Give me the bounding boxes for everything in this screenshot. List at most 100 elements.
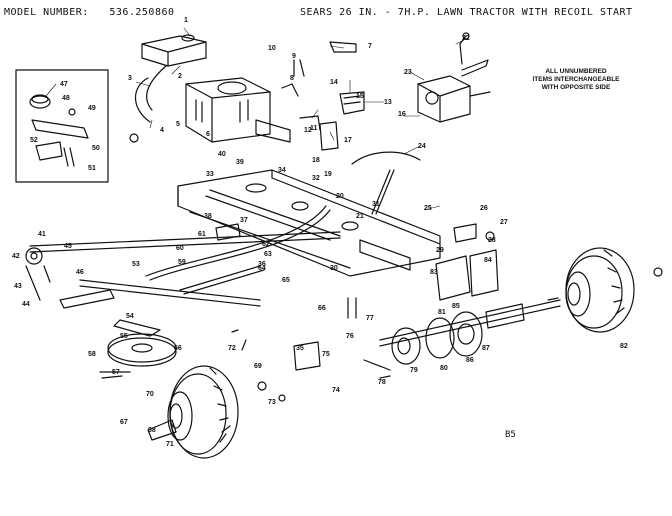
callout-13: 13: [384, 99, 392, 106]
callout-15: 15: [356, 93, 364, 100]
callout-49: 49: [88, 105, 96, 112]
callout-83: 83: [430, 269, 438, 276]
callout-9: 9: [292, 53, 296, 60]
callout-67: 67: [120, 419, 128, 426]
callout-75: 75: [322, 351, 330, 358]
callout-30: 30: [330, 265, 338, 272]
engine: [185, 77, 291, 143]
note-line-3: WITH OPPOSITE SIDE: [541, 84, 611, 91]
chassis-frame: [177, 169, 441, 277]
callout-70: 70: [146, 391, 154, 398]
callout-19: 19: [324, 171, 332, 178]
callout-58: 58: [88, 351, 96, 358]
callout-39: 39: [236, 159, 244, 166]
callout-66: 66: [318, 305, 326, 312]
callout-26: 26: [480, 205, 488, 212]
callout-81: 81: [438, 309, 446, 316]
pedal-bracket: [299, 91, 365, 151]
callout-24: 24: [418, 143, 426, 150]
callout-34: 34: [278, 167, 286, 174]
drawing-code: B5: [505, 430, 516, 440]
callout-28: 28: [488, 237, 496, 244]
callout-44: 44: [22, 301, 30, 308]
callout-18: 18: [312, 157, 320, 164]
front-wheel: [147, 365, 286, 459]
callout-64: 64: [258, 265, 266, 272]
callout-42: 42: [12, 253, 20, 260]
callout-52: 52: [30, 137, 38, 144]
callout-76: 76: [346, 333, 354, 340]
callout-10: 10: [268, 45, 276, 52]
callout-8: 8: [290, 75, 294, 82]
callout-31: 31: [372, 201, 380, 208]
callout-69: 69: [254, 363, 262, 370]
callout-35: 35: [296, 345, 304, 352]
callout-1: 1: [184, 17, 188, 24]
interchangeable-note: ALL UNNUMBERED ITEMS INTERCHANGEABLE WIT…: [512, 68, 640, 92]
drive-belt: [145, 151, 421, 281]
callout-56: 56: [174, 345, 182, 352]
rear-wheel: [547, 247, 663, 333]
callout-7: 7: [368, 43, 372, 50]
callout-40: 40: [218, 151, 226, 158]
callout-82: 82: [620, 343, 628, 350]
callout-5: 5: [176, 121, 180, 128]
callout-59: 59: [178, 259, 186, 266]
inset-detail-box: [15, 69, 109, 183]
callout-37: 37: [240, 217, 248, 224]
callout-77: 77: [366, 315, 374, 322]
callout-60: 60: [176, 245, 184, 252]
callout-12: 12: [304, 127, 312, 134]
steering-linkage: [59, 223, 265, 309]
callout-21: 21: [356, 213, 364, 220]
callout-72: 72: [228, 345, 236, 352]
callout-55: 55: [120, 333, 128, 340]
callout-27: 27: [500, 219, 508, 226]
callout-20: 20: [336, 193, 344, 200]
callout-29: 29: [436, 247, 444, 254]
callout-87: 87: [482, 345, 490, 352]
callout-32: 32: [312, 175, 320, 182]
fuel-tank: [141, 34, 207, 67]
callout-57: 57: [112, 369, 120, 376]
callout-65: 65: [282, 277, 290, 284]
model-number: 536.250860: [109, 7, 175, 18]
callout-74: 74: [332, 387, 340, 394]
callout-78: 78: [378, 379, 386, 386]
transmission: [417, 59, 491, 123]
brake-bracket: [435, 223, 499, 301]
spindle-pulley: [99, 319, 177, 379]
rear-axle: [293, 299, 561, 371]
callout-25: 25: [424, 205, 432, 212]
note-line-1: ALL UNNUMBERED: [545, 68, 607, 75]
callout-22: 22: [462, 35, 470, 42]
callout-48: 48: [62, 95, 70, 102]
callout-54: 54: [126, 313, 134, 320]
callout-46: 46: [76, 269, 84, 276]
callout-2: 2: [178, 73, 182, 80]
callout-33: 33: [206, 171, 214, 178]
leader-lines: [45, 27, 465, 211]
callout-61: 61: [198, 231, 206, 238]
callout-3: 3: [128, 75, 132, 82]
fuel-line: [135, 65, 167, 123]
callout-86: 86: [466, 357, 474, 364]
callout-23: 23: [404, 69, 412, 76]
callout-84: 84: [484, 257, 492, 264]
callout-16: 16: [398, 111, 406, 118]
callout-45: 45: [64, 243, 72, 250]
callout-36: 36: [258, 261, 266, 268]
callout-11: 11: [310, 125, 318, 132]
callout-4: 4: [160, 127, 164, 134]
front-axle: [25, 231, 341, 301]
callout-79: 79: [410, 367, 418, 374]
callout-38: 38: [204, 213, 212, 220]
callout-68: 68: [148, 427, 156, 434]
model-number-label: MODEL NUMBER: 536.250860: [4, 7, 175, 18]
diagram-title: SEARS 26 IN. - 7H.P. LAWN TRACTOR WITH R…: [300, 7, 633, 18]
callout-6: 6: [206, 131, 210, 138]
callout-62: 62: [262, 241, 270, 248]
callout-73: 73: [268, 399, 276, 406]
callout-43: 43: [14, 283, 22, 290]
